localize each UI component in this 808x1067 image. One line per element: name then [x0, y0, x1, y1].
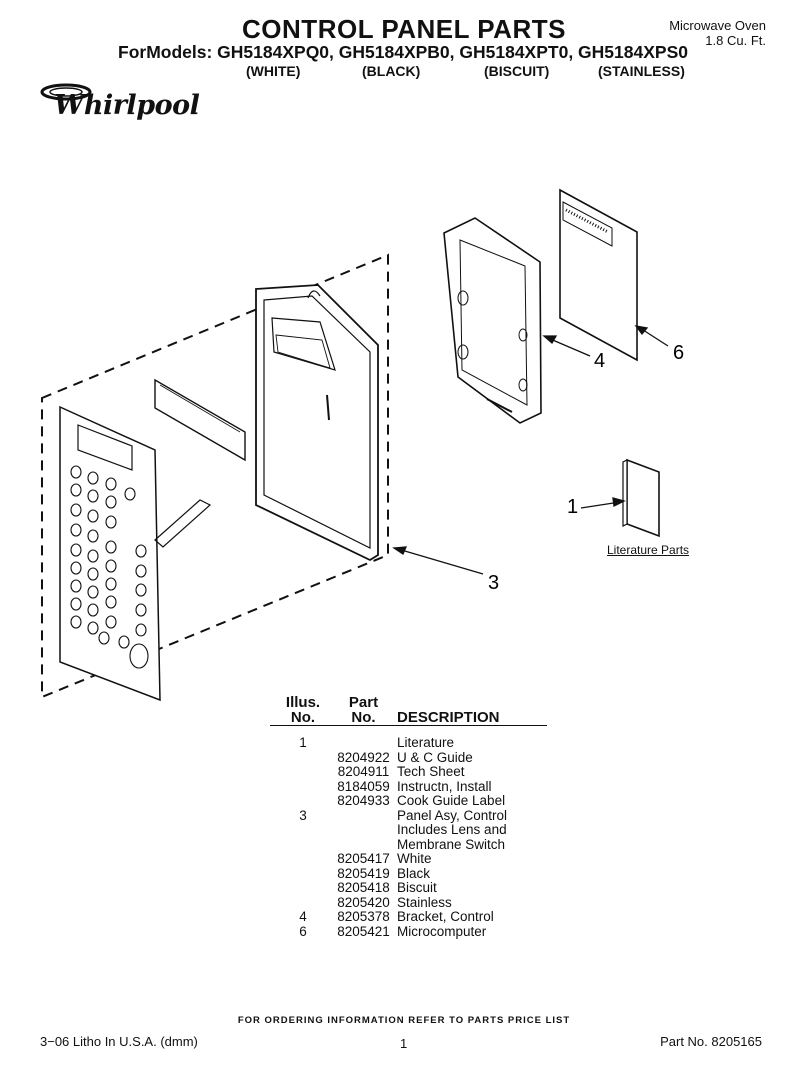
- callout-3: 3: [488, 572, 499, 594]
- lens: [154, 378, 246, 462]
- illus-no-cell: [270, 780, 336, 795]
- part-no-cell: 8204922: [337, 749, 390, 765]
- header-part-no: Part No.: [348, 694, 379, 726]
- callout-1: 1: [567, 496, 578, 518]
- part-no-cell: [336, 736, 391, 751]
- description-cell: Literature: [397, 735, 455, 750]
- part-no-cell: 8205420: [337, 894, 390, 910]
- microcomputer-board: [559, 188, 638, 362]
- description-cell: Includes Lens and: [397, 822, 507, 837]
- illus-no-cell: [270, 794, 336, 809]
- description-cell: Panel Asy, Control: [397, 807, 508, 823]
- parts-table-body: 1 Literature 8204922 U & C Guide 8204911 Tech…: [270, 735, 547, 940]
- arrowhead-1: [612, 497, 626, 507]
- table-row: 8205417 White: [270, 851, 547, 867]
- ordering-note: FOR ORDERING INFORMATION REFER TO PARTS …: [237, 1015, 571, 1026]
- variant-biscuit: (BISCUIT): [484, 63, 550, 79]
- table-row: 8204922 U & C Guide: [270, 749, 547, 766]
- arrowhead-6: [634, 325, 649, 336]
- page-number: 1: [400, 1036, 408, 1051]
- table-row: 8205420 Stainless: [270, 894, 547, 911]
- table-row: 3 Panel Asy, Control: [270, 807, 547, 824]
- illus-no-cell: 6: [299, 923, 307, 939]
- description-cell: U & C Guide: [397, 749, 473, 765]
- illus-no-cell: 4: [299, 909, 307, 924]
- part-no-cell: [336, 823, 391, 838]
- models-line: ForModels: GH5184XPQ0, GH5184XPB0, GH518…: [118, 42, 688, 62]
- part-no-cell: 8204933: [337, 793, 390, 808]
- control-bracket: [443, 217, 542, 424]
- part-no-cell: 8205417: [337, 851, 390, 866]
- part-no-cell: 8205421: [337, 923, 390, 939]
- literature-booklet: [622, 458, 660, 538]
- illus-no-cell: [270, 867, 336, 882]
- table-row: 6 8205421 Microcomputer: [270, 923, 547, 940]
- table-row: Membrane Switch: [270, 836, 547, 853]
- document-part-number: Part No. 8205165: [660, 1034, 762, 1049]
- literature-parts-label: Literature Parts: [607, 543, 690, 557]
- whirlpool-logo-swirl: [40, 83, 92, 101]
- table-row: 8205419 Black: [270, 865, 547, 882]
- arrowhead-3: [392, 546, 408, 555]
- illus-no-cell: [270, 852, 336, 867]
- part-no-cell: 8205419: [337, 865, 390, 881]
- illus-no-cell: [270, 838, 336, 853]
- leader-line-3: [397, 548, 484, 575]
- description-cell: Tech Sheet: [397, 764, 465, 779]
- illus-no-cell: [270, 823, 336, 838]
- illus-no-cell: 1: [299, 735, 307, 750]
- control-panel-frame: [255, 284, 379, 562]
- illus-no-cell: 3: [299, 807, 307, 823]
- table-row: 8184059 Instructn, Install: [270, 778, 547, 795]
- description-cell: Microcomputer: [397, 923, 487, 939]
- variant-black: (BLACK): [362, 63, 421, 79]
- header-illus-no: Illus. No.: [285, 694, 321, 726]
- variant-white: (WHITE): [246, 63, 301, 79]
- variant-stainless: (STAINLESS): [598, 63, 685, 79]
- description-cell: Instructn, Install: [397, 778, 492, 794]
- product-description: Microwave Oven 1.8 Cu. Ft.: [669, 18, 766, 48]
- part-no-cell: [336, 809, 391, 824]
- membrane-switch: [59, 405, 212, 702]
- litho-note: 3−06 Litho In U.S.A. (dmm): [40, 1034, 198, 1049]
- illus-no-cell: [270, 896, 336, 911]
- page-title: CONTROL PANEL PARTS: [242, 14, 566, 44]
- table-row: 8204911 Tech Sheet: [270, 764, 547, 780]
- part-no-cell: 8184059: [337, 778, 390, 794]
- table-row: 8205418 Biscuit: [270, 880, 547, 896]
- table-row: 8204933 Cook Guide Label: [270, 793, 547, 809]
- description-cell: Black: [397, 865, 431, 881]
- illus-no-cell: [270, 751, 336, 766]
- part-no-cell: [336, 838, 391, 853]
- part-no-cell: 8204911: [337, 764, 390, 779]
- description-cell: Stainless: [397, 894, 452, 910]
- callout-4: 4: [594, 350, 605, 372]
- product-capacity: 1.8 Cu. Ft.: [705, 33, 766, 48]
- leader-line-4: [547, 337, 591, 357]
- brand-logo: Whirlpool: [54, 90, 200, 121]
- part-no-cell: 8205378: [337, 909, 390, 924]
- parts-table: Illus. No. Part No. DESCRIPTION 1 Literat…: [270, 694, 547, 940]
- illus-no-cell: [270, 765, 336, 780]
- description-cell: Bracket, Control: [397, 909, 494, 924]
- product-type: Microwave Oven: [669, 18, 766, 33]
- description-cell: Biscuit: [397, 880, 437, 895]
- header-description: DESCRIPTION: [397, 708, 500, 726]
- panel-assembly-boundary: [41, 253, 389, 699]
- table-row: Includes Lens and: [270, 822, 547, 838]
- part-no-cell: 8205418: [337, 880, 390, 895]
- description-cell: Cook Guide Label: [397, 793, 506, 808]
- illus-no-cell: [270, 881, 336, 896]
- description-cell: Membrane Switch: [397, 836, 506, 852]
- table-row: 4 8205378 Bracket, Control: [270, 909, 547, 925]
- description-cell: White: [397, 851, 432, 866]
- callout-6: 6: [673, 342, 684, 364]
- arrowhead-4: [542, 335, 558, 345]
- table-row: 1 Literature: [270, 735, 547, 751]
